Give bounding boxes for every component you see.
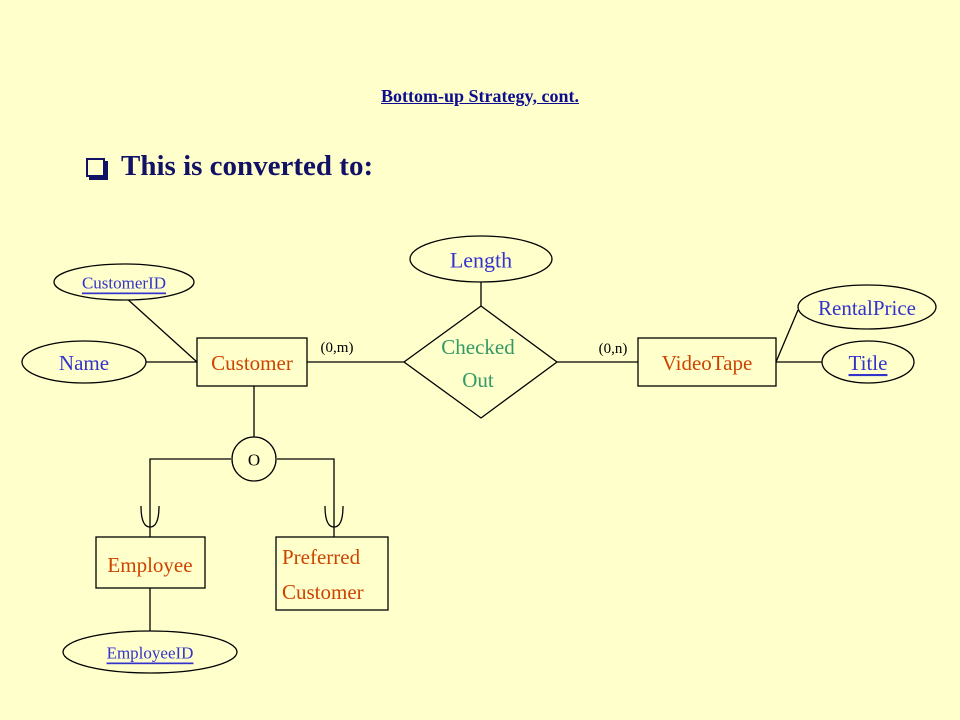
relationship-label-line1: Checked xyxy=(441,335,515,359)
rentalprice-attribute-ellipse xyxy=(797,284,937,330)
preferred-entity-label-line1: Preferred xyxy=(282,545,361,569)
preferred-subset-arc xyxy=(324,505,344,528)
employee-branch-line xyxy=(149,458,231,537)
customerid-connector xyxy=(123,295,198,363)
specialization-symbol: O xyxy=(248,451,260,470)
relationship-label-line2: Out xyxy=(462,368,494,392)
employee-subset-arc xyxy=(140,505,160,528)
videotape-entity-box xyxy=(637,337,777,387)
name-attribute-ellipse xyxy=(21,340,147,384)
preferred-customer-entity-box xyxy=(275,536,389,611)
customerid-attribute-ellipse xyxy=(53,263,195,301)
slide-title: Bottom-up Strategy, cont. xyxy=(381,86,579,106)
checkbox-bullet-icon xyxy=(86,158,105,177)
preferred-branch-line xyxy=(277,458,335,537)
customerid-attribute-label: CustomerID xyxy=(82,274,166,293)
videotape-cardinality-label: (0,n) xyxy=(599,341,628,357)
employee-entity-label: Employee xyxy=(107,553,192,577)
rentalprice-attribute-label: RentalPrice xyxy=(818,296,916,320)
length-attribute-ellipse xyxy=(409,235,553,283)
customer-entity-label: Customer xyxy=(211,351,293,375)
employee-entity-box xyxy=(95,536,206,589)
customer-entity-box xyxy=(196,337,308,387)
employeeid-attribute-label: EmployeeID xyxy=(107,644,194,663)
rentalprice-connector xyxy=(775,309,799,363)
videotape-entity-label: VideoTape xyxy=(662,351,753,375)
customer-cardinality-label: (0,m) xyxy=(321,340,354,356)
bullet-text: This is converted to: xyxy=(121,150,374,182)
name-attribute-label: Name xyxy=(59,351,109,375)
specialization-circle xyxy=(231,436,277,482)
preferred-entity-label-line2: Customer xyxy=(282,580,364,604)
employeeid-attribute-ellipse xyxy=(62,630,238,674)
title-attribute-label: Title xyxy=(849,351,888,375)
bullet-item: This is converted to: xyxy=(86,150,373,183)
title-attribute-ellipse xyxy=(821,340,915,384)
length-attribute-label: Length xyxy=(450,248,512,273)
checked-out-relationship-diamond xyxy=(402,305,559,419)
